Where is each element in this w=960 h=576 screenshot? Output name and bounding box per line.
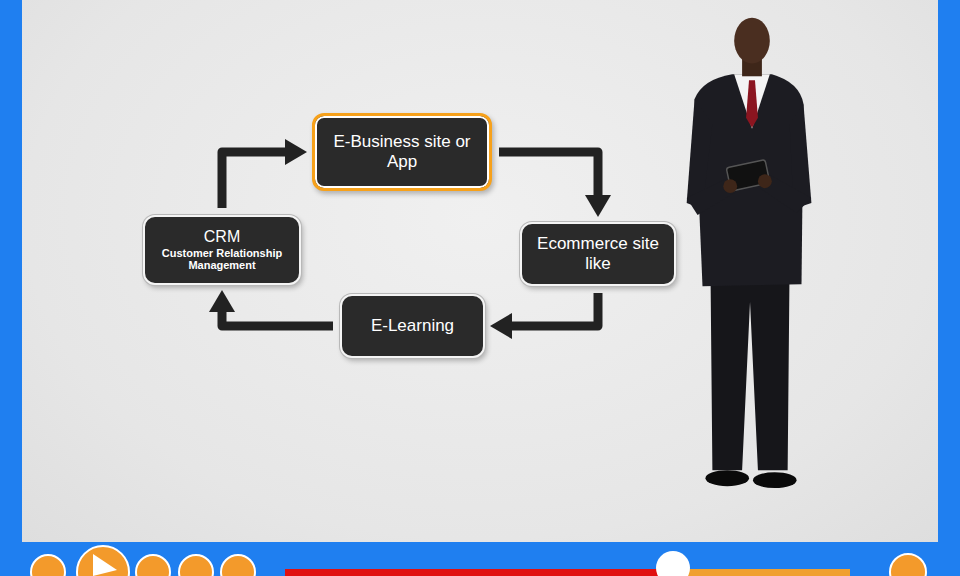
volume-button [890, 554, 926, 576]
box-label: E-Learning [371, 316, 454, 336]
trousers [710, 262, 789, 470]
shoe [753, 472, 797, 488]
suit-jacket [695, 74, 804, 286]
previous-button [136, 555, 170, 576]
progress-remaining [675, 569, 850, 576]
hand [723, 179, 737, 193]
progress-played [285, 569, 675, 576]
businessman-figure [672, 5, 832, 500]
process-box: Ecommerce site like [520, 222, 676, 286]
player-controls [0, 542, 960, 576]
play-button [77, 546, 129, 576]
head [734, 18, 770, 64]
tie [746, 80, 758, 128]
process-box: CRMCustomer Relationship Management [143, 215, 301, 285]
box-label: Ecommerce site like [534, 234, 662, 273]
box-label: CRM [204, 228, 240, 246]
box-label: E-Business site or App [327, 132, 477, 171]
cycle-arrow [512, 293, 598, 326]
replay-button [31, 555, 65, 576]
shirt [734, 74, 770, 128]
shoe [705, 470, 749, 486]
cycle-arrow [222, 312, 333, 326]
next-button [179, 555, 213, 576]
play-icon [93, 554, 117, 576]
process-box: E-Learning [340, 294, 485, 358]
progress-knob [656, 551, 690, 576]
cycle-arrow [222, 152, 285, 208]
forward-button [221, 555, 255, 576]
cycle-arrow [499, 152, 598, 195]
hand [758, 174, 772, 188]
box-subtitle: Customer Relationship Management [157, 247, 287, 272]
process-box: E-Business site or App [312, 113, 492, 191]
